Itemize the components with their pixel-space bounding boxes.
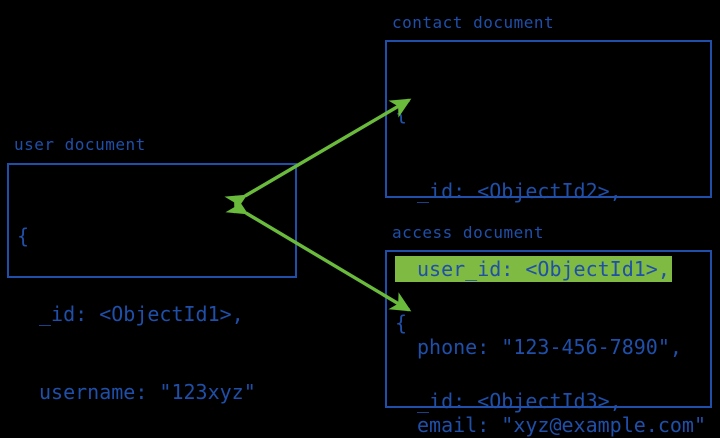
contact-line-1: _id: <ObjectId2>, bbox=[417, 179, 622, 203]
access-document-box: { _id: <ObjectId3>, user_id: <ObjectId1>… bbox=[385, 250, 712, 413]
contact-line-3: phone: "123-456-7890", bbox=[417, 335, 682, 359]
user-line-1: _id: <ObjectId1>, bbox=[39, 302, 244, 326]
user-line-0: { bbox=[17, 224, 30, 248]
contact-line-4: email: "xyz@example.com" bbox=[417, 413, 706, 437]
contact-line-user-id: user_id: <ObjectId1>, bbox=[395, 256, 672, 282]
contact-document-box: { _id: <ObjectId2>, user_id: <ObjectId1>… bbox=[385, 40, 712, 437]
contact-document-body: { _id: <ObjectId2>, user_id: <ObjectId1>… bbox=[395, 48, 706, 438]
access-document-body: { _id: <ObjectId3>, user_id: <ObjectId1>… bbox=[395, 258, 672, 438]
access-line-0: { bbox=[395, 311, 408, 335]
contact-document-label: contact document bbox=[392, 13, 555, 32]
user-document-body: { _id: <ObjectId1>, username: "123xyz" } bbox=[17, 171, 256, 438]
user-line-2: username: "123xyz" bbox=[39, 380, 256, 404]
access-document-label: access document bbox=[392, 223, 544, 242]
access-line-1: _id: <ObjectId3>, bbox=[417, 389, 622, 413]
user-document-label: user document bbox=[14, 135, 146, 154]
contact-line-0: { bbox=[395, 101, 408, 125]
user-document-box: { _id: <ObjectId1>, username: "123xyz" } bbox=[7, 163, 297, 404]
